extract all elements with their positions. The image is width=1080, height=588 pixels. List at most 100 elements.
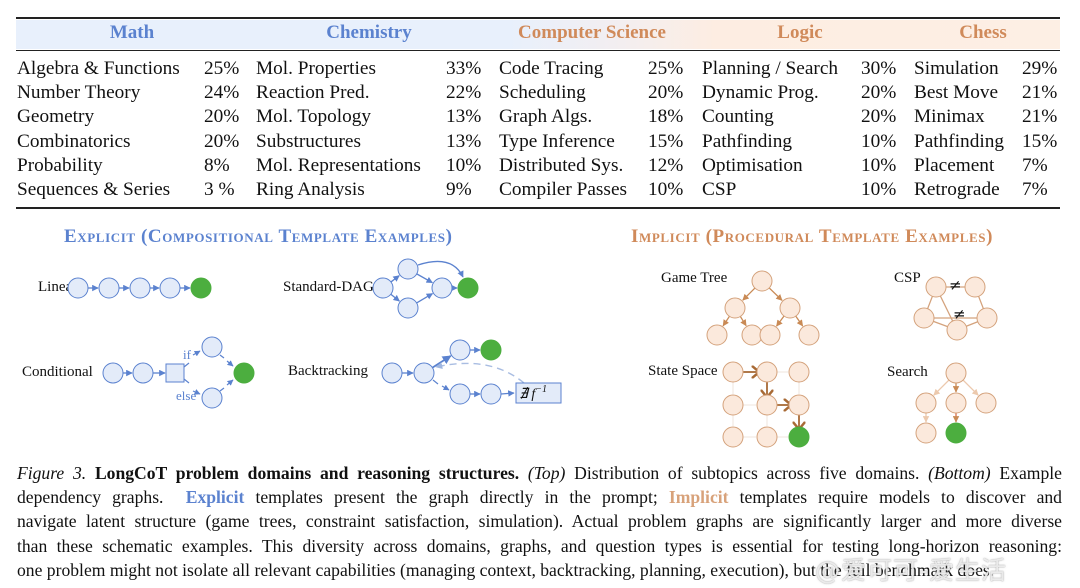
caption-top-text: Distribution of subtopics across five do… bbox=[574, 463, 920, 483]
graph-node bbox=[449, 339, 471, 361]
logic-subtopic: Optimisation bbox=[702, 154, 803, 176]
graph-edge bbox=[192, 350, 201, 357]
explicit-keyword: Explicit bbox=[185, 487, 245, 508]
chess-subtopic: Pathfinding bbox=[914, 130, 1004, 152]
graph-edge bbox=[966, 321, 978, 327]
backtrack-edge bbox=[435, 362, 525, 384]
math-subtopic: Algebra & Functions bbox=[17, 58, 180, 79]
graph-node bbox=[945, 362, 967, 384]
graph-edge bbox=[962, 379, 979, 396]
logic-subtopic: Counting bbox=[702, 106, 774, 128]
chess-subtopic: Simulation bbox=[914, 58, 999, 79]
backtracking-graph bbox=[381, 339, 525, 405]
graph-edge bbox=[933, 320, 948, 328]
logic-subtopic-percent: 20% bbox=[861, 82, 897, 104]
table-bottom-rule bbox=[16, 207, 1060, 209]
chess-subtopic: Placement bbox=[914, 154, 995, 176]
search-label: Search bbox=[887, 364, 928, 380]
logic-subtopic: Planning / Search bbox=[702, 58, 839, 79]
graph-node bbox=[946, 319, 968, 341]
graph-node bbox=[201, 336, 223, 358]
chemistry-subtopic-percent: 13% bbox=[446, 130, 482, 152]
chess-subtopic: Best Move bbox=[914, 82, 999, 104]
graph-node bbox=[945, 392, 967, 414]
caption-line-5: one problem might not isolate all releva… bbox=[17, 559, 995, 580]
domain-header-chess: Chess bbox=[959, 22, 1007, 43]
math-subtopic-percent: 8% bbox=[204, 154, 230, 176]
conditional-label: Conditional bbox=[22, 364, 93, 380]
table-header-band bbox=[16, 20, 1060, 49]
graph-node bbox=[756, 361, 778, 383]
graph-node bbox=[756, 394, 778, 416]
domain-header-math: Math bbox=[109, 22, 155, 43]
graph-edge bbox=[183, 362, 190, 368]
graph-edge bbox=[776, 315, 785, 327]
math-subtopic: Number Theory bbox=[17, 82, 141, 104]
decision-node bbox=[165, 363, 185, 383]
backtracking-box-text: ∄ f−1 bbox=[519, 384, 547, 402]
graph-node bbox=[449, 383, 471, 405]
graph-node bbox=[706, 324, 728, 346]
graph-edge bbox=[768, 287, 783, 301]
chess-subtopic-percent: 7% bbox=[1022, 179, 1048, 200]
graph-node bbox=[132, 362, 154, 384]
caption-line-2: dependency graphs. Explicit templates pr… bbox=[17, 485, 1062, 509]
graph-edge bbox=[417, 260, 464, 278]
math-subtopic-percent: 20% bbox=[204, 130, 240, 152]
graph-edge bbox=[927, 296, 933, 309]
linear-label: Linear bbox=[38, 279, 78, 295]
graph-node bbox=[67, 277, 89, 299]
graph-node bbox=[964, 276, 986, 298]
graph-edge bbox=[416, 273, 433, 284]
graph-node bbox=[722, 361, 744, 383]
chess-subtopic-percent: 21% bbox=[1022, 106, 1058, 128]
goal-node bbox=[190, 277, 212, 299]
linear-graph bbox=[67, 277, 212, 299]
graph-edge bbox=[416, 293, 434, 304]
computer-science-subtopic-percent: 12% bbox=[648, 154, 684, 176]
graph-edge bbox=[226, 379, 234, 386]
domain-header-chemistry: Chemistry bbox=[326, 22, 412, 43]
chess-subtopic: Retrograde bbox=[914, 179, 1000, 200]
logic-subtopic-percent: 10% bbox=[861, 154, 897, 176]
graph-node bbox=[751, 270, 773, 292]
math-subtopic-percent: 25% bbox=[204, 58, 240, 79]
graph-edge bbox=[939, 295, 954, 322]
chemistry-subtopic: Substructures bbox=[256, 130, 361, 152]
chess-subtopic: Minimax bbox=[914, 106, 985, 128]
graph-edge bbox=[978, 296, 984, 309]
chemistry-subtopic-percent: 22% bbox=[446, 82, 482, 104]
chess-subtopic-percent: 15% bbox=[1022, 130, 1058, 152]
logic-subtopic: Pathfinding bbox=[702, 130, 792, 152]
graph-edge bbox=[933, 379, 950, 396]
standard-dag-graph bbox=[372, 258, 479, 319]
graph-node bbox=[724, 297, 746, 319]
goal-node bbox=[233, 362, 255, 384]
graph-node bbox=[779, 297, 801, 319]
chemistry-subtopic: Ring Analysis bbox=[256, 179, 365, 200]
implicit-keyword: Implicit bbox=[668, 487, 729, 508]
graph-edge bbox=[795, 315, 804, 327]
chess-subtopic-percent: 29% bbox=[1022, 58, 1058, 79]
state-space-label: State Space bbox=[648, 363, 718, 379]
caption-line-1: Figure 3. LongCoT problem domains and re… bbox=[17, 461, 1062, 485]
chemistry-subtopic-percent: 13% bbox=[446, 106, 482, 128]
math-subtopic-percent: 24% bbox=[204, 82, 240, 104]
logic-subtopic: Dynamic Prog. bbox=[702, 82, 819, 104]
graph-edge bbox=[742, 287, 756, 301]
graph-node bbox=[397, 297, 419, 319]
graph-edge bbox=[390, 293, 400, 302]
graph-edge bbox=[226, 360, 234, 367]
table-header-rule bbox=[16, 50, 1060, 52]
graph-node bbox=[431, 277, 453, 299]
reasoning-structure-diagrams: if else ∄ f−1 ≠ ≠ bbox=[67, 258, 998, 448]
game-tree-label: Game Tree bbox=[661, 270, 728, 286]
caption-line-4: than these schematic examples. This dive… bbox=[17, 535, 1062, 556]
graph-node bbox=[756, 426, 778, 448]
caption-line2-b: templates present the graph directly in … bbox=[255, 487, 658, 508]
logic-subtopic-percent: 10% bbox=[861, 179, 897, 200]
graph-node bbox=[413, 362, 435, 384]
chemistry-subtopic-percent: 33% bbox=[446, 58, 482, 79]
computer-science-subtopic: Distributed Sys. bbox=[499, 154, 624, 176]
caption-line1-end: Example bbox=[999, 463, 1062, 483]
